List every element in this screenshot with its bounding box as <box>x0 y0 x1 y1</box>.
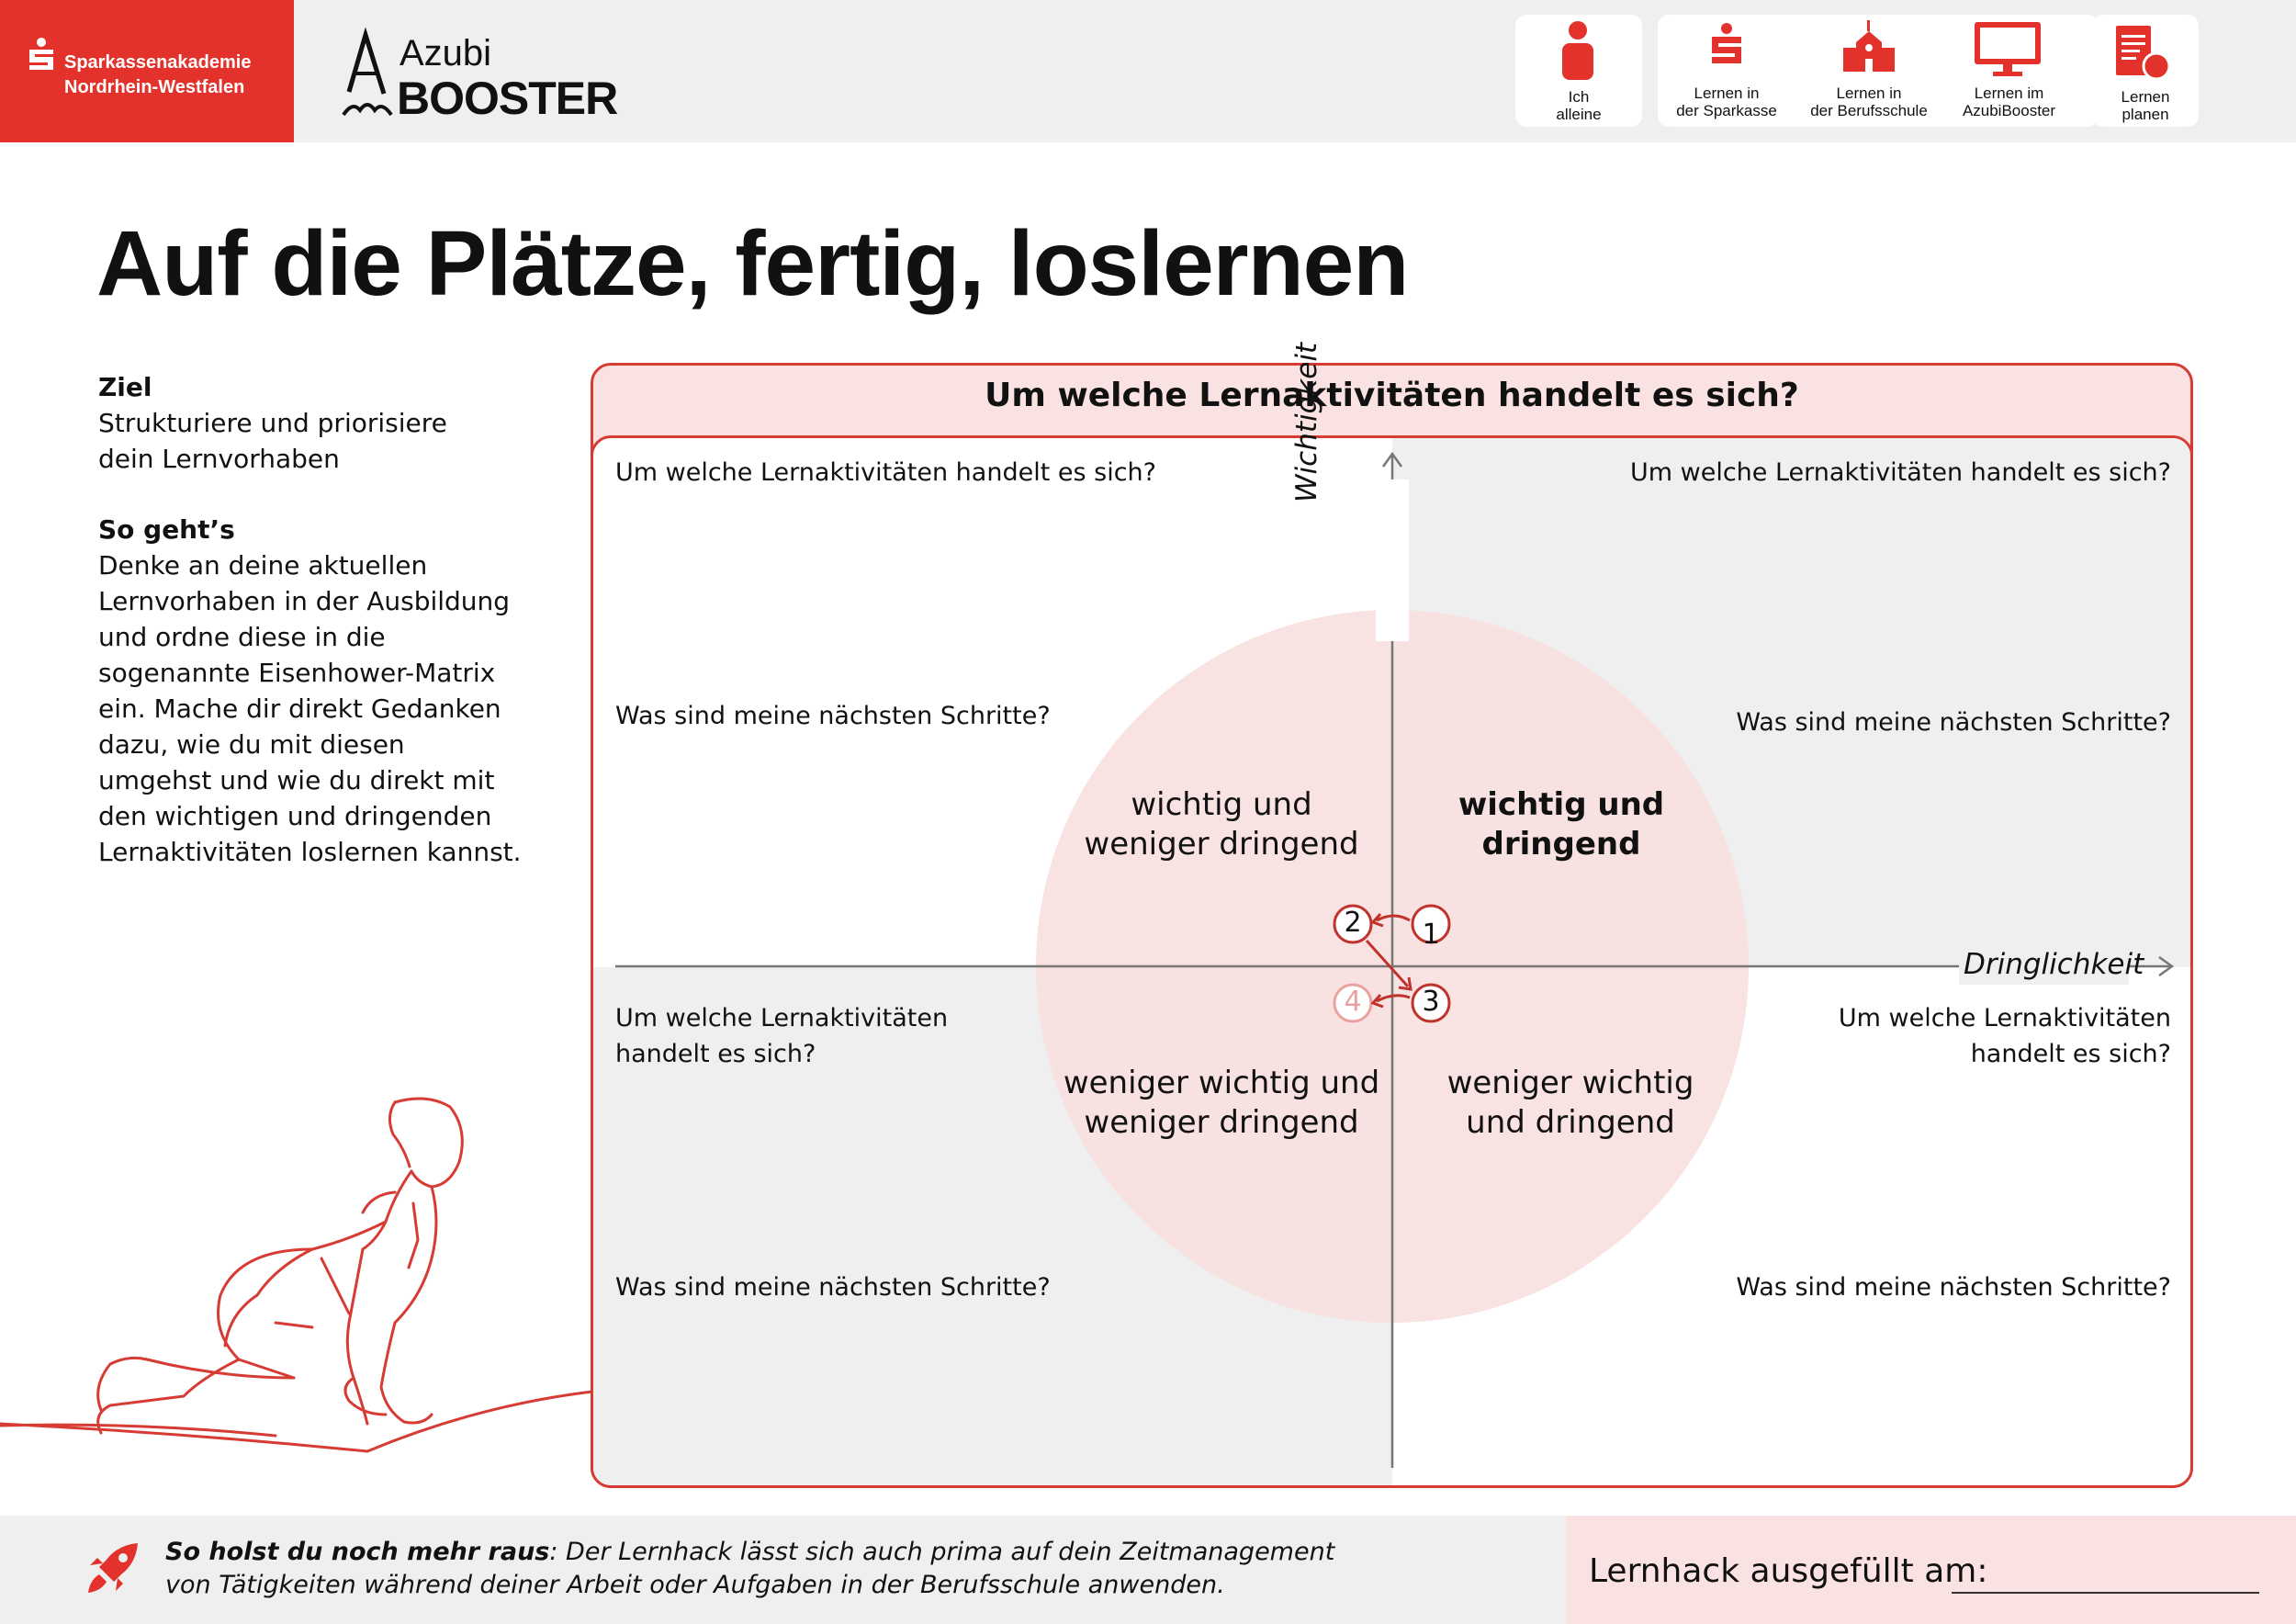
howto-line: Denke an deine aktuellen <box>98 550 428 581</box>
brand-logo: Sparkassenakademie Nordrhein-Westfalen <box>0 0 294 142</box>
nav-berufsschule[interactable]: Lernen in der Berufsschule <box>1795 85 1942 119</box>
howto-line: Lernvorhaben in der Ausbildung <box>98 586 511 616</box>
nav-azubibooster-line1: Lernen im <box>1974 85 2044 102</box>
nav-sparkasse-line2: der Sparkasse <box>1676 102 1777 119</box>
step-3-label: 3 <box>1422 986 1440 1018</box>
nav-plan-line2: planen <box>2122 106 2169 123</box>
school-icon <box>1843 20 1895 72</box>
bl-question-line2: handelt es sich? <box>615 1040 816 1068</box>
y-axis-arrow <box>1381 451 1403 468</box>
matrix-header: Um welche Lernaktivitäten handelt es sic… <box>985 377 1799 414</box>
label-important-not-urgent: wichtig und weniger dringend <box>1065 785 1378 864</box>
nav-plan-line1: Lernen <box>2121 88 2170 106</box>
label-not-important-not-urgent-line2: weniger dringend <box>1084 1104 1359 1141</box>
step-2-spacer <box>1368 907 1405 943</box>
step-1-marker <box>1411 904 1451 944</box>
step-2-label: 2 <box>1344 907 1362 939</box>
label-important-urgent: wichtig und dringend <box>1414 785 1708 864</box>
nav-berufsschule-line1: Lernen in <box>1836 85 1902 102</box>
step-2-marker <box>1333 904 1373 944</box>
filled-date-label: Lernhack ausgefüllt am: <box>1589 1552 1988 1590</box>
person-icon <box>1562 21 1593 80</box>
tl-question: Um welche Lernaktivitäten handelt es sic… <box>615 458 1156 487</box>
tr-question: Um welche Lernaktivitäten handelt es sic… <box>1630 458 2171 487</box>
br-question: Um welche Lernaktivitäten handelt es sic… <box>1745 1000 2171 1072</box>
goal-line-2: dein Lernvorhaben <box>98 444 340 474</box>
step-4-label: 4 <box>1344 986 1362 1018</box>
step-arrow-1-2 <box>1376 914 1411 922</box>
bl-next-steps: Was sind meine nächsten Schritte? <box>615 1273 1051 1302</box>
label-important-urgent-line2: dringend <box>1481 826 1641 863</box>
matrix-graphic <box>615 451 2175 1468</box>
howto-line: und ordne diese in die <box>98 622 386 652</box>
filled-date-field[interactable] <box>1952 1592 2259 1594</box>
footer-date-box <box>1566 1516 2296 1624</box>
howto-line: den wichtigen und dringenden <box>98 801 492 831</box>
footer-tip-line1: : Der Lernhack lässt sich auch prima auf… <box>549 1538 1335 1566</box>
logo-booster: BOOSTER <box>397 73 618 124</box>
step-arrow-3-4 <box>1376 994 1411 1003</box>
label-important-not-urgent-line1: wichtig und <box>1131 786 1312 823</box>
br-question-line2: handelt es sich? <box>1970 1040 2171 1068</box>
nav-plan[interactable]: Lernen planen <box>2092 88 2199 123</box>
bl-question-line1: Um welche Lernaktivitäten <box>615 1004 949 1032</box>
nav-berufsschule-line2: der Berufsschule <box>1810 102 1928 119</box>
nav-sparkasse[interactable]: Lernen in der Sparkasse <box>1658 85 1795 119</box>
howto-line: sogenannte Eisenhower-Matrix <box>98 658 496 688</box>
label-not-important-not-urgent-line1: weniger wichtig und <box>1063 1065 1380 1101</box>
nav-alone-line2: alleine <box>1556 106 1602 123</box>
label-important-not-urgent-line2: weniger dringend <box>1084 826 1359 863</box>
howto-line: Lernaktivitäten loslernen kannst. <box>98 837 522 867</box>
nav-alone-line1: Ich <box>1568 88 1590 106</box>
howto-line: ein. Mache dir direkt Gedanken <box>98 694 501 724</box>
goal-line-1: Strukturiere und priorisiere <box>98 408 447 438</box>
nav-alone[interactable]: Ich alleine <box>1515 88 1642 123</box>
label-not-important-urgent: weniger wichtig und dringend <box>1414 1064 1727 1143</box>
rocket-icon <box>88 1543 138 1593</box>
tr-next-steps: Was sind meine nächsten Schritte? <box>1736 708 2171 737</box>
br-next-steps: Was sind meine nächsten Schritte? <box>1736 1273 2171 1302</box>
x-axis-label: Dringlichkeit <box>1964 948 2144 981</box>
step-arrow-2-3 <box>1365 939 1410 988</box>
plan-icon <box>2116 26 2171 81</box>
step-1-label: 1 <box>1422 919 1440 951</box>
axis-label-bg <box>1959 948 2129 985</box>
howto-line: umgehst und wie du direkt mit <box>98 765 495 795</box>
footer-tip-line2: von Tätigkeiten während deiner Arbeit od… <box>165 1571 1225 1599</box>
label-not-important-not-urgent: weniger wichtig und weniger dringend <box>1038 1064 1405 1143</box>
sparkasse-icon <box>29 38 53 70</box>
nav-sparkasse-line1: Lernen in <box>1694 85 1760 102</box>
step-3-marker <box>1411 983 1451 1023</box>
instructions: Ziel Strukturiere und priorisiere dein L… <box>98 369 539 870</box>
page-title: Auf die Plätze, fertig, loslernen <box>96 212 1409 315</box>
brand-name-line1: Sparkassenakademie <box>64 52 252 73</box>
brand-name-line2: Nordrhein-Westfalen <box>64 77 245 97</box>
sparkasse-icon <box>1712 23 1741 63</box>
bl-question: Um welche Lernaktivitäten handelt es sic… <box>615 1000 948 1072</box>
label-important-urgent-line1: wichtig und <box>1458 786 1665 823</box>
runner-illustration <box>0 1097 594 1453</box>
nav-azubibooster[interactable]: Lernen im AzubiBooster <box>1942 85 2076 119</box>
nav-azubibooster-line2: AzubiBooster <box>1962 102 2056 119</box>
label-not-important-urgent-line1: weniger wichtig <box>1446 1065 1694 1101</box>
howto-line: dazu, wie du mit diesen <box>98 729 405 760</box>
br-question-line1: Um welche Lernaktivitäten <box>1838 1004 2171 1032</box>
x-axis-arrow <box>2158 955 2175 977</box>
monitor-icon <box>1975 22 2041 76</box>
rocket-icon <box>342 28 393 117</box>
footer-tip: So holst du noch mehr raus: Der Lernhack… <box>165 1536 1334 1602</box>
logo-azubi: Azubi <box>400 33 492 73</box>
footer-tip-bold: So holst du noch mehr raus <box>165 1538 550 1566</box>
tl-next-steps: Was sind meine nächsten Schritte? <box>615 702 1051 730</box>
brand-name: Sparkassenakademie Nordrhein-Westfalen <box>64 51 251 100</box>
axis-label-bg <box>1376 479 1409 641</box>
goal-heading: Ziel <box>98 372 152 402</box>
y-axis-label: Wichtigkeit <box>1290 342 1323 503</box>
label-not-important-urgent-line2: und dringend <box>1466 1104 1675 1141</box>
howto-heading: So geht’s <box>98 514 235 545</box>
